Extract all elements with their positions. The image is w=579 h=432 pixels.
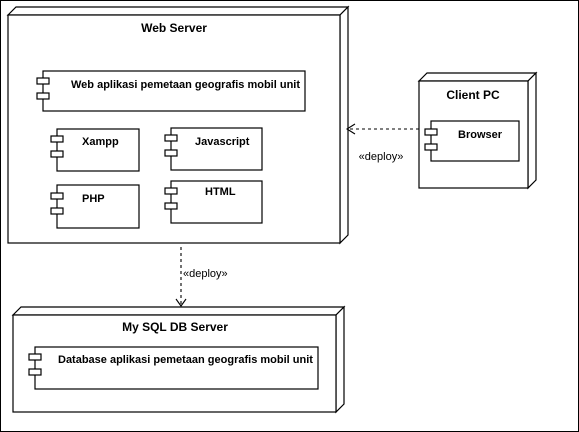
component-icon [28, 368, 42, 376]
component-php: PHP [50, 184, 140, 229]
component-database-label: Database aplikasi pemetaan geografis mob… [58, 354, 313, 366]
component-php-label: PHP [82, 193, 105, 205]
deploy-connection-web-db: «deploy» [175, 247, 228, 307]
component-icon [164, 187, 178, 195]
component-xampp-box [56, 128, 140, 172]
component-database-box [34, 346, 319, 390]
component-icon [424, 143, 438, 151]
client-pc-node-top [417, 72, 538, 82]
component-xampp-label: Xampp [82, 136, 119, 148]
client-pc-node: Client PC Browser [417, 71, 538, 190]
component-icon [50, 192, 64, 200]
component-icon [50, 150, 64, 158]
component-icon [164, 202, 178, 210]
web-server-node: Web Server Web aplikasi pemetaan geograf… [6, 5, 350, 245]
component-html-box [170, 180, 263, 224]
web-server-title: Web Server [141, 21, 207, 35]
deploy-connection-client-web: «deploy» [345, 123, 419, 163]
component-javascript-box [170, 127, 263, 171]
component-icon [28, 353, 42, 361]
component-browser-box [430, 120, 520, 162]
component-icon [50, 135, 64, 143]
component-icon [36, 92, 50, 100]
deploy-label-web-db: «deploy» [183, 268, 228, 280]
component-html: HTML [164, 180, 263, 224]
component-javascript: Javascript [164, 127, 263, 171]
component-xampp: Xampp [50, 128, 140, 172]
component-browser-label: Browser [458, 129, 503, 141]
component-web-app-box [42, 70, 306, 112]
db-server-node-top [11, 306, 346, 316]
db-server-node-side [335, 305, 345, 414]
component-icon [36, 77, 50, 85]
db-server-title: My SQL DB Server [122, 320, 228, 334]
component-icon [164, 149, 178, 157]
client-pc-node-side [527, 71, 537, 190]
db-server-node: My SQL DB Server Database aplikasi pemet… [11, 305, 346, 414]
component-html-label: HTML [205, 186, 236, 198]
component-database: Database aplikasi pemetaan geografis mob… [28, 346, 319, 390]
component-icon [424, 128, 438, 136]
component-javascript-label: Javascript [195, 136, 250, 148]
component-web-app-label: Web aplikasi pemetaan geografis mobil un… [71, 79, 300, 91]
deploy-label-client-web: «deploy» [359, 151, 404, 163]
component-icon [164, 134, 178, 142]
web-server-node-side [339, 5, 349, 245]
component-web-app: Web aplikasi pemetaan geografis mobil un… [36, 70, 306, 112]
component-browser: Browser [424, 120, 520, 162]
component-icon [50, 207, 64, 215]
component-php-box [56, 184, 140, 229]
client-pc-title: Client PC [446, 88, 500, 102]
arrow-head-icon [345, 123, 356, 135]
arrow-head-icon [175, 298, 187, 307]
web-server-node-top [6, 6, 350, 16]
